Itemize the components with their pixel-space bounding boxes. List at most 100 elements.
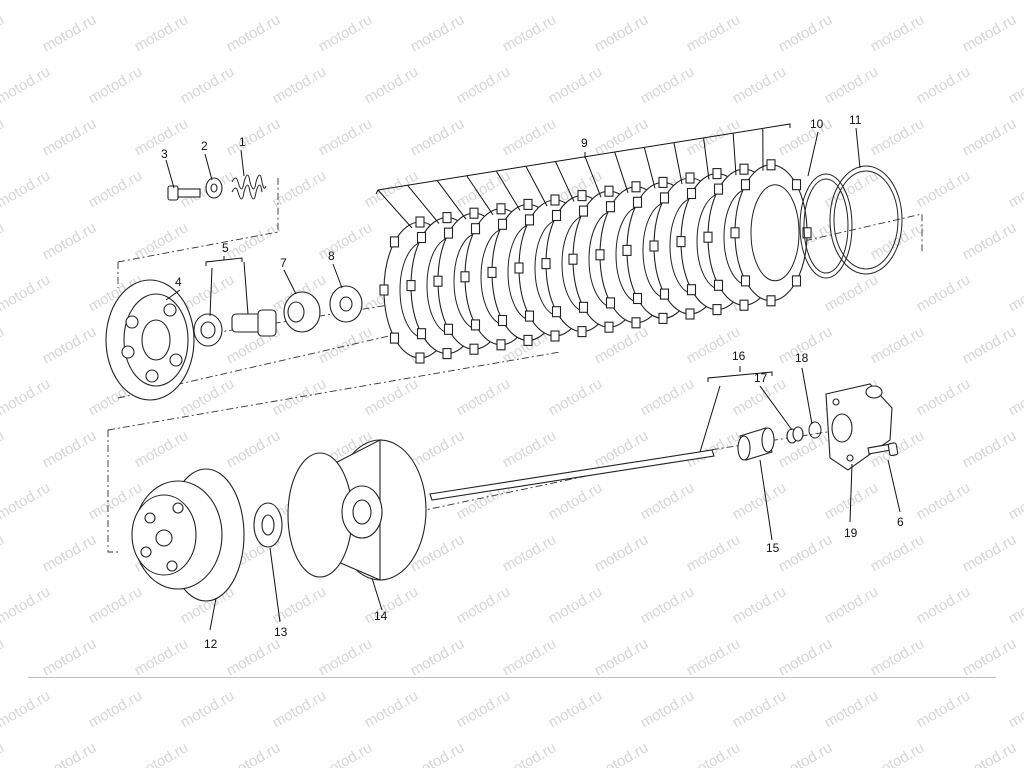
watermark-text: motod.ru (132, 635, 192, 679)
watermark-text: motod.ru (0, 739, 7, 768)
watermark-text: motod.ru (0, 0, 53, 3)
callout-6: 6 (897, 515, 904, 529)
watermark-text: motod.ru (40, 323, 100, 367)
watermark-text: motod.ru (500, 115, 560, 159)
watermark-text: motod.ru (362, 63, 422, 107)
watermark-text: motod.ru (960, 323, 1020, 367)
push-rod (429, 449, 715, 501)
watermark-text: motod.ru (40, 115, 100, 159)
watermark-text: motod.ru (0, 635, 7, 679)
group-bracket-16 (707, 366, 773, 382)
watermark-text: motod.ru (914, 63, 974, 107)
watermark-text: motod.ru (914, 687, 974, 731)
watermark-text: motod.ru (362, 583, 422, 627)
watermark-text: motod.ru (270, 63, 330, 107)
watermark-text: motod.ru (408, 11, 468, 55)
watermark-text: motod.ru (454, 63, 514, 107)
watermark-text: motod.ru (40, 635, 100, 679)
watermark-text: motod.ru (316, 323, 376, 367)
watermark-text: motod.ru (454, 0, 514, 3)
watermark-text: motod.ru (454, 375, 514, 419)
watermark-text: motod.ru (1006, 687, 1024, 731)
watermark-text: motod.ru (776, 115, 836, 159)
watermark-text: motod.ru (730, 687, 790, 731)
watermark-text: motod.ru (638, 0, 698, 3)
watermark-text: motod.ru (638, 583, 698, 627)
watermark-text: motod.ru (546, 479, 606, 523)
watermark-text: motod.ru (0, 219, 7, 263)
watermark-text: motod.ru (86, 687, 146, 731)
watermark-text: motod.ru (270, 583, 330, 627)
watermark-text: motod.ru (546, 583, 606, 627)
watermark-text: motod.ru (730, 0, 790, 3)
callout-4: 4 (175, 275, 182, 289)
watermark-text: motod.ru (592, 531, 652, 575)
watermark-text: motod.ru (0, 115, 7, 159)
washer-part-8 (329, 285, 363, 323)
watermark-text: motod.ru (500, 427, 560, 471)
watermark-text: motod.ru (546, 63, 606, 107)
watermark-text: motod.ru (316, 635, 376, 679)
watermark-text: motod.ru (776, 739, 836, 768)
watermark-text: motod.ru (730, 583, 790, 627)
watermark-text: motod.ru (914, 271, 974, 315)
watermark-text: motod.ru (960, 115, 1020, 159)
watermark-text: motod.ru (546, 375, 606, 419)
watermark-text: motod.ru (86, 167, 146, 211)
watermark-text: motod.ru (868, 11, 928, 55)
watermark-text: motod.ru (362, 687, 422, 731)
callout-2: 2 (201, 139, 208, 153)
clutch-plates-part-9 (377, 128, 812, 364)
watermark-text: motod.ru (0, 531, 7, 575)
clutch-plate (730, 128, 812, 307)
group-bracket-9 (375, 123, 791, 195)
watermark-text: motod.ru (224, 219, 284, 263)
watermark-text: motod.ru (86, 63, 146, 107)
watermark-text: motod.ru (960, 11, 1020, 55)
watermark-text: motod.ru (730, 479, 790, 523)
ring-part-10 (799, 173, 853, 279)
watermark-text: motod.ru (0, 271, 53, 315)
watermark-text: motod.ru (776, 11, 836, 55)
watermark-text: motod.ru (914, 167, 974, 211)
clutch-basket-part-14 (287, 439, 427, 581)
watermark-text: motod.ru (224, 427, 284, 471)
watermark-text: motod.ru (224, 115, 284, 159)
watermark-text: motod.ru (592, 635, 652, 679)
watermark-text: motod.ru (86, 583, 146, 627)
watermark-text: motod.ru (178, 687, 238, 731)
watermark-text: motod.ru (822, 0, 882, 3)
callout-9: 9 (581, 136, 588, 150)
watermark-text: motod.ru (500, 11, 560, 55)
watermark-text: motod.ru (868, 531, 928, 575)
watermark-text: motod.ru (132, 739, 192, 768)
bottom-rule (28, 677, 996, 678)
watermark-text: motod.ru (40, 739, 100, 768)
washer-part-13 (253, 502, 283, 548)
watermark-text: motod.ru (408, 115, 468, 159)
watermark-text: motod.ru (1006, 375, 1024, 419)
circlip-part-18 (808, 421, 822, 439)
watermark-text: motod.ru (454, 583, 514, 627)
watermark-text: motod.ru (592, 323, 652, 367)
watermark-text: motod.ru (0, 11, 7, 55)
watermark-text: motod.ru (822, 167, 882, 211)
watermark-text: motod.ru (178, 0, 238, 3)
callout-3: 3 (161, 147, 168, 161)
watermark-text: motod.ru (86, 0, 146, 3)
watermark-text: motod.ru (638, 687, 698, 731)
watermark-text: motod.ru (822, 687, 882, 731)
watermark-text: motod.ru (960, 739, 1020, 768)
watermark-text: motod.ru (0, 687, 53, 731)
callout-10: 10 (810, 117, 824, 131)
leader-lines (165, 127, 901, 631)
watermark-text: motod.ru (178, 63, 238, 107)
spring-part-1 (231, 174, 267, 200)
watermark-text: motod.ru (684, 739, 744, 768)
watermark-text: motod.ru (0, 167, 53, 211)
piston-part-15 (737, 427, 775, 461)
watermark-text: motod.ru (270, 0, 330, 3)
watermark-text: motod.ru (500, 531, 560, 575)
ring-part-11 (829, 165, 903, 275)
watermark-text: motod.ru (0, 583, 53, 627)
